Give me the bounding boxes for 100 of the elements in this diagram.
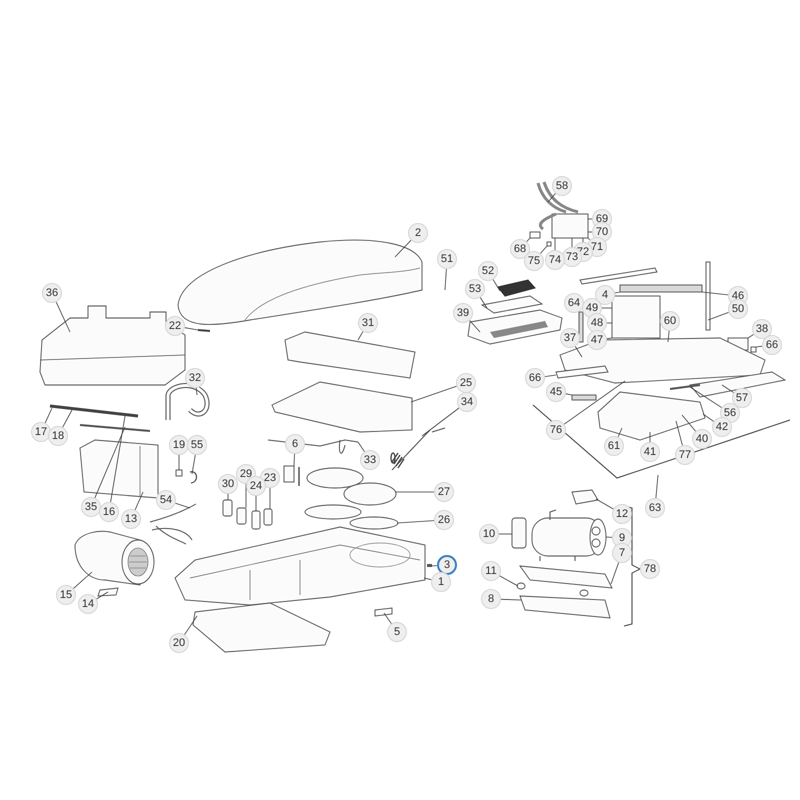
grommet — [516, 582, 526, 590]
callout-number: 40 — [692, 429, 712, 449]
callout-number: 30 — [218, 474, 238, 494]
wire-connector — [552, 214, 588, 238]
callout-number: 7 — [612, 543, 632, 563]
mounting-strip — [620, 284, 702, 292]
leader-line — [756, 346, 762, 348]
callout-number: 53 — [465, 279, 485, 299]
rod — [706, 262, 710, 330]
air-duct — [284, 332, 416, 378]
callout-number: 25 — [456, 373, 476, 393]
callout-number: 18 — [48, 426, 68, 446]
screw — [198, 329, 210, 332]
filter — [497, 279, 536, 297]
callout-number: 37 — [560, 328, 580, 348]
seal-strip — [670, 384, 700, 390]
callout-number: 45 — [546, 382, 566, 402]
callout-number: 52 — [478, 261, 498, 281]
plug — [530, 232, 540, 238]
callout-number: 39 — [453, 303, 473, 323]
leader-line — [606, 322, 612, 324]
leader-line — [56, 302, 70, 332]
callout-number: 54 — [156, 490, 176, 510]
leader-line — [184, 616, 198, 636]
screw — [427, 564, 432, 567]
leader-line — [574, 346, 582, 358]
leader-line — [178, 454, 180, 470]
callout-number: 20 — [169, 633, 189, 653]
leader-line — [44, 408, 52, 424]
leader-line — [196, 388, 198, 396]
mounting-strip — [579, 268, 658, 284]
ceiling-gasket — [192, 602, 331, 652]
wire-harness — [536, 180, 580, 230]
callout-number: 66 — [762, 335, 782, 355]
callout-number: 55 — [187, 435, 207, 455]
capacitor — [264, 508, 272, 526]
leader-line — [430, 565, 438, 566]
callout-number: 32 — [185, 368, 205, 388]
wire-clip — [190, 471, 198, 484]
callout-number: 35 — [81, 497, 101, 517]
spring — [390, 428, 446, 470]
rod — [578, 312, 584, 342]
leader-line — [544, 374, 556, 377]
leader-line — [614, 292, 620, 294]
callout-number: 36 — [42, 283, 62, 303]
seal-strip — [572, 394, 596, 400]
callout-number: 17 — [31, 422, 51, 442]
leader-line — [294, 454, 295, 466]
leader-line — [110, 416, 126, 502]
leader-line — [554, 238, 556, 250]
leader-line — [540, 246, 548, 254]
callout-number: 38 — [752, 319, 772, 339]
leader-line — [358, 331, 364, 340]
leader-line — [192, 454, 196, 474]
callout-number: 50 — [728, 299, 748, 319]
housing-cover — [40, 306, 186, 386]
callout-number: 10 — [479, 524, 499, 544]
valve — [571, 490, 599, 505]
callout-number: 31 — [358, 313, 378, 333]
leader-line — [702, 292, 728, 296]
fan — [344, 482, 396, 506]
leader-line — [422, 408, 460, 436]
leader-line — [682, 414, 696, 432]
callout-number: 12 — [612, 504, 632, 524]
leader-line — [184, 327, 198, 330]
callout-number: 58 — [552, 176, 572, 196]
leader-line — [410, 386, 457, 402]
leader-line — [94, 426, 126, 498]
leader-line — [358, 442, 365, 452]
leader-line — [499, 576, 518, 586]
callout-number: 24 — [246, 476, 266, 496]
callout-number: 13 — [121, 509, 141, 529]
support-strip — [80, 424, 150, 432]
leader-line — [748, 334, 754, 338]
callout-number: 15 — [56, 585, 76, 605]
leader-line — [469, 320, 480, 332]
leader-line — [444, 268, 447, 290]
leader-line — [424, 578, 432, 580]
leader-line — [548, 193, 556, 202]
leader-line — [676, 420, 683, 446]
leader-line — [565, 393, 572, 396]
heater-rod — [50, 404, 138, 418]
leader-line — [588, 218, 592, 220]
callout-number: 8 — [481, 589, 501, 609]
callout-number: 47 — [587, 330, 607, 350]
callout-number: 57 — [732, 388, 752, 408]
callout-number: 4 — [595, 285, 615, 305]
blower — [74, 530, 154, 586]
callout-number: 78 — [640, 559, 660, 579]
leader-line — [62, 410, 72, 428]
filter-stack — [612, 296, 660, 338]
leader-line — [668, 330, 670, 342]
leader-line — [722, 384, 734, 393]
leader-line — [596, 498, 614, 510]
evaporator-coil — [80, 440, 158, 498]
leader-line — [96, 592, 108, 600]
callout-number: 6 — [285, 434, 305, 454]
capacitor — [252, 510, 260, 530]
callout-number: 41 — [640, 442, 660, 462]
capacitor — [222, 500, 232, 516]
